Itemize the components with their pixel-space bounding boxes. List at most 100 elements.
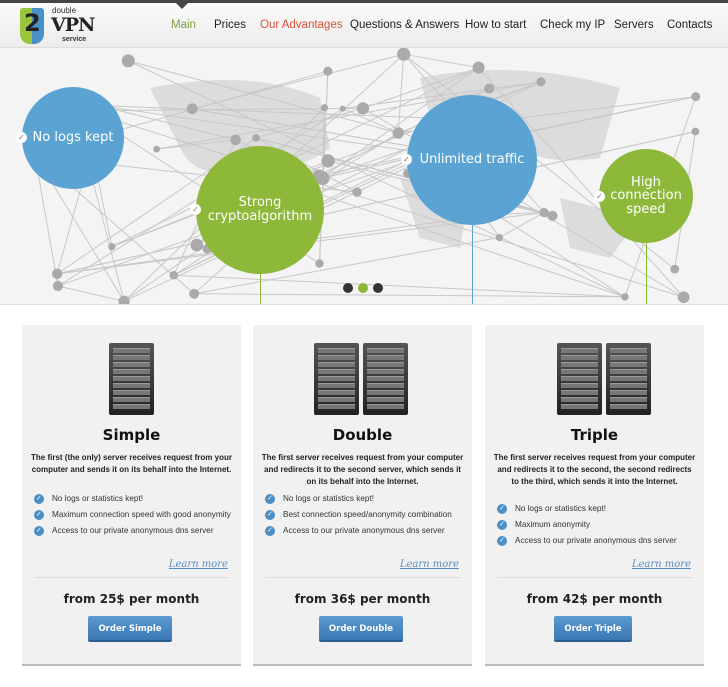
- check-icon: ✓: [265, 526, 275, 536]
- learn-more-link[interactable]: Learn more: [399, 559, 459, 570]
- feature-item: ✓Access to our private anonymous dns ser…: [265, 525, 464, 537]
- nav-advantages[interactable]: Our Advantages: [260, 19, 343, 31]
- network-node: [691, 92, 701, 102]
- nav-contacts[interactable]: Contacts: [667, 19, 713, 31]
- plan-title: Triple: [570, 426, 619, 444]
- logo[interactable]: 2 double VPN service: [18, 6, 98, 46]
- feature-list: ✓No logs or statistics kept!✓Best connec…: [265, 493, 464, 541]
- network-link: [304, 67, 479, 190]
- plan-description: The first server receives request from y…: [493, 453, 696, 486]
- nav-faq[interactable]: Questions & Answers: [350, 19, 460, 31]
- network-link: [87, 162, 125, 302]
- network-node: [169, 270, 178, 280]
- nav-check-ip[interactable]: Check my IP: [540, 19, 606, 31]
- network-node: [539, 207, 549, 218]
- order-triple-button[interactable]: Order Triple: [554, 616, 632, 642]
- bubble-stem: [646, 242, 647, 304]
- logo-text-main: VPN: [51, 14, 95, 36]
- bubble-crypto: ✓Strong cryptoalgorithm: [190, 146, 324, 274]
- network-link: [98, 105, 236, 141]
- server-rack-icon: [557, 343, 602, 415]
- divider: [34, 577, 229, 578]
- feature-list: ✓No logs or statistics kept!✓Maximum ano…: [497, 503, 696, 551]
- network-node: [670, 264, 680, 274]
- server-image: [314, 343, 408, 415]
- network-link: [255, 107, 364, 139]
- learn-more-link[interactable]: Learn more: [168, 559, 228, 570]
- network-link: [318, 71, 329, 264]
- network-node: [230, 134, 241, 146]
- network-link: [84, 107, 363, 112]
- divider: [265, 577, 460, 578]
- check-icon: ✓: [16, 132, 27, 143]
- network-node: [621, 293, 629, 301]
- shield-icon: [20, 8, 44, 44]
- network-link: [478, 67, 685, 298]
- server-image: [557, 343, 651, 415]
- network-link: [194, 293, 625, 298]
- check-icon: ✓: [265, 494, 275, 504]
- network-node: [352, 187, 362, 197]
- plan-price: from 25$ per month: [63, 592, 200, 606]
- network-node: [495, 233, 503, 242]
- server-rack-icon: [314, 343, 359, 415]
- nav-how-to-start[interactable]: How to start: [465, 19, 527, 31]
- network-link: [83, 110, 684, 298]
- network-link: [57, 131, 696, 275]
- divider: [497, 577, 692, 578]
- check-icon: ✓: [34, 510, 44, 520]
- network-node: [397, 48, 411, 61]
- feature-item: ✓Access to our private anonymous dns ser…: [34, 525, 233, 537]
- network-node: [252, 134, 260, 142]
- order-simple-button[interactable]: Order Simple: [88, 616, 172, 642]
- network-node: [321, 154, 335, 168]
- server-rack-icon: [606, 343, 651, 415]
- slide-dot-2-active[interactable]: [358, 283, 368, 293]
- check-icon: ✓: [190, 204, 201, 215]
- network-link: [342, 108, 399, 134]
- bubble-stem: [472, 223, 473, 304]
- check-icon: ✓: [497, 520, 507, 530]
- network-link: [362, 67, 479, 109]
- plan-card-simple: Simple The first (the only) server recei…: [22, 325, 241, 666]
- nav-main[interactable]: Main: [171, 19, 196, 31]
- network-node: [118, 295, 130, 304]
- learn-more-link[interactable]: Learn more: [631, 559, 691, 570]
- network-link: [305, 188, 626, 298]
- active-pointer: [176, 3, 188, 9]
- network-node: [108, 242, 116, 251]
- order-double-button[interactable]: Order Double: [319, 616, 403, 642]
- network-node: [472, 61, 485, 74]
- bubble-speed: ✓High connection speed: [594, 149, 693, 243]
- network-link: [342, 81, 541, 110]
- network-node: [189, 288, 200, 299]
- feature-item: ✓No logs or statistics kept!: [497, 503, 696, 515]
- slide-dot-3[interactable]: [373, 283, 383, 293]
- network-node: [392, 127, 404, 139]
- top-nav: 2 double VPN service Main Prices Our Adv…: [0, 0, 728, 48]
- network-node: [323, 66, 333, 76]
- network-node: [121, 54, 135, 68]
- server-image: [109, 343, 154, 415]
- nav-prices[interactable]: Prices: [214, 19, 246, 31]
- network-node: [536, 77, 546, 87]
- network-link: [192, 53, 404, 110]
- check-icon: ✓: [594, 191, 605, 202]
- plan-title: Simple: [102, 426, 161, 444]
- feature-item: ✓Maximum connection speed with good anon…: [34, 509, 233, 521]
- network-node: [52, 280, 64, 292]
- logo-text-bottom: service: [62, 36, 87, 43]
- check-icon: ✓: [497, 504, 507, 514]
- logo-text-top: double: [52, 6, 77, 15]
- plan-price: from 36$ per month: [294, 592, 431, 606]
- feature-list: ✓No logs or statistics kept!✓Maximum con…: [34, 493, 233, 541]
- nav-servers[interactable]: Servers: [614, 19, 654, 31]
- check-icon: ✓: [497, 536, 507, 546]
- check-icon: ✓: [401, 154, 412, 165]
- slide-dot-1[interactable]: [343, 283, 353, 293]
- network-node: [356, 102, 370, 115]
- network-link: [57, 285, 125, 302]
- network-link: [156, 81, 542, 150]
- network-node: [339, 105, 346, 112]
- bubble-unlimited-traffic: ✓Unlimited traffic: [401, 95, 537, 225]
